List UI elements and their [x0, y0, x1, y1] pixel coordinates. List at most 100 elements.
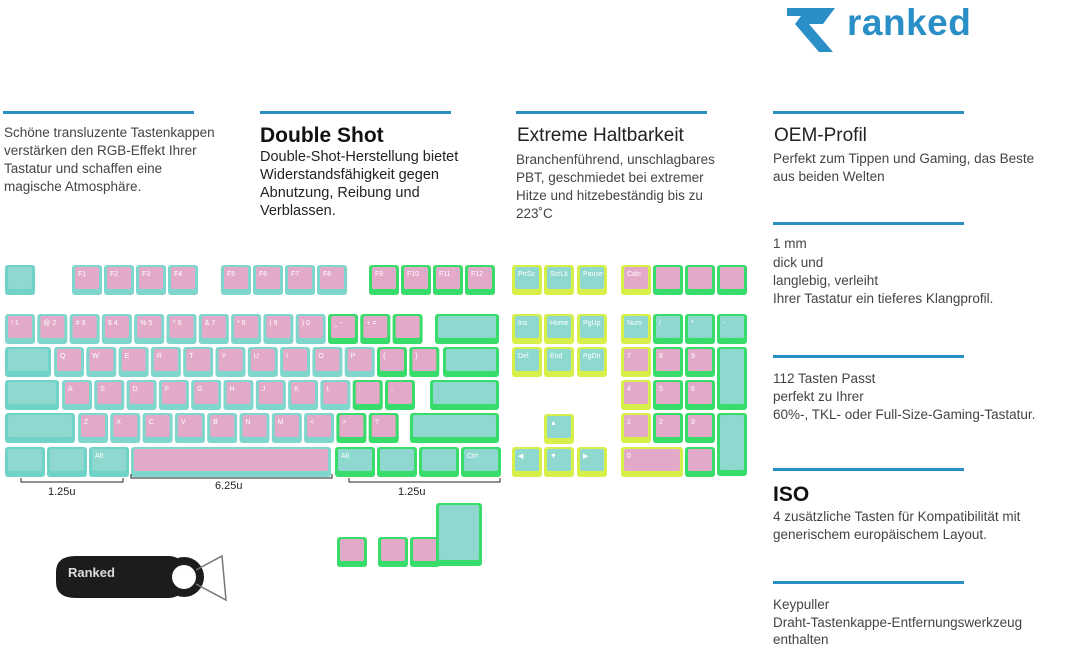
- keycap: 4: [621, 380, 651, 410]
- keycap: [5, 447, 45, 477]
- keycap-legend: ScrLk: [550, 271, 568, 278]
- dimension-line: [20, 478, 124, 483]
- keypuller-brand: Ranked: [68, 565, 115, 580]
- keycap: F6: [253, 265, 283, 295]
- feature-text-line: Verblassen.: [260, 203, 336, 219]
- feature-text-line: 1 mm: [773, 236, 807, 251]
- keycap: -: [717, 314, 747, 344]
- keycap: B: [207, 413, 238, 443]
- keycap: 8: [653, 347, 683, 377]
- keycap: [377, 447, 417, 477]
- keycap: Del: [512, 347, 542, 377]
- keycap: M: [271, 413, 302, 443]
- keycap-legend: 4: [627, 386, 631, 393]
- keycap: G: [191, 380, 222, 410]
- keycap: _ -: [328, 314, 358, 344]
- keycap-legend: 0: [627, 453, 631, 460]
- feature-text-line: PBT, geschmiedet bei extremer: [516, 170, 704, 185]
- feature-text-line: 60%-, TKL- oder Full-Size-Gaming-Tastatu…: [773, 407, 1036, 422]
- keycap: ^ 6: [166, 314, 197, 344]
- keycap-legend: 5: [659, 386, 663, 393]
- keycap: PrtSc: [512, 265, 542, 295]
- keycap: PgDn: [577, 347, 607, 377]
- keycap-legend: Alt: [95, 453, 103, 460]
- keycap: Num: [621, 314, 651, 344]
- keycap: P: [344, 347, 375, 377]
- feature-text-line: Double-Shot-Herstellung bietet: [260, 149, 459, 165]
- keycap: [410, 537, 440, 567]
- feature-text-line: aus beiden Welten: [773, 169, 885, 184]
- keycap-legend: PrtSc: [518, 271, 536, 278]
- feature-text-line: 223˚C: [516, 206, 553, 221]
- keycap: Calc: [621, 265, 651, 295]
- keycap-legend: F3: [142, 271, 150, 278]
- keycap: F: [158, 380, 189, 410]
- keycap: N: [239, 413, 270, 443]
- keycap: 9: [685, 347, 715, 377]
- keycap-legend: W: [92, 353, 99, 360]
- feature-text-line: 4 zusätzliche Tasten für Kompatibilität …: [773, 509, 1021, 524]
- keycap-legend: F2: [110, 271, 118, 278]
- accent-bar: [773, 222, 964, 225]
- feature-title: Double Shot: [260, 124, 384, 147]
- keycap: ?: [368, 413, 399, 443]
- keycap-legend: ◀: [518, 453, 524, 460]
- feature-text-line: langlebig, verleiht: [773, 273, 879, 288]
- feature-text-line: Ihrer Tastatur ein tieferes Klangprofil.: [773, 291, 994, 306]
- feature-text-line: Keypuller: [773, 597, 830, 612]
- keycap: F8: [317, 265, 347, 295]
- keycap-legend: O: [318, 353, 324, 360]
- keycap: End: [544, 347, 574, 377]
- keycap: [685, 447, 715, 477]
- keycap: [430, 380, 499, 410]
- keycap-legend: Num: [627, 320, 642, 327]
- keycap-legend: M: [278, 419, 284, 426]
- keycap-legend: F12: [471, 271, 483, 278]
- keycap-legend: F4: [174, 271, 182, 278]
- keycap-legend: End: [550, 353, 563, 360]
- keycap: 0: [621, 447, 683, 477]
- keycap: ScrLk: [544, 265, 574, 295]
- keycap: [392, 314, 423, 344]
- keycap-legend: L: [326, 386, 330, 393]
- keycap-legend: ( 9: [269, 320, 277, 327]
- accent-bar: [260, 111, 451, 114]
- keycap: F4: [168, 265, 198, 295]
- keycap-legend: _ -: [333, 320, 343, 327]
- keycap: + =: [360, 314, 391, 344]
- keycap: I: [280, 347, 311, 377]
- keycap: X: [110, 413, 141, 443]
- keycap: [47, 447, 87, 477]
- keycap-legend: C: [149, 419, 154, 426]
- keycap: Ctrl: [461, 447, 501, 477]
- keycap-legend: F5: [227, 271, 235, 278]
- keycap: Z: [78, 413, 108, 443]
- keycap: }: [409, 347, 440, 377]
- keycap-legend: % 5: [140, 320, 152, 327]
- dimension-label-space: 6.25u: [215, 480, 243, 492]
- keycap-legend: 3: [691, 419, 695, 426]
- keycap: F1: [72, 265, 102, 295]
- keypuller-icon: [56, 554, 227, 602]
- dimension-line: [348, 478, 501, 483]
- keycap-legend: 9: [691, 353, 695, 360]
- keycap: [685, 265, 715, 295]
- keycap: 2: [653, 413, 683, 443]
- keycap-legend: Z: [84, 419, 89, 426]
- keycap: [5, 413, 75, 443]
- keycap: F10: [401, 265, 431, 295]
- keycap: U: [247, 347, 278, 377]
- keycap: Q: [54, 347, 84, 377]
- feature-text-line: Branchenführend, unschlagbares: [516, 152, 715, 167]
- accent-bar: [773, 581, 964, 584]
- keycap-legend: PgDn: [583, 353, 601, 360]
- keycap: % 5: [134, 314, 165, 344]
- feature-text-line: Hitze und hitzebeständig bis zu: [516, 188, 703, 203]
- keycap: 1: [621, 413, 651, 443]
- keycap: [419, 447, 459, 477]
- keycap-legend: ! 1: [11, 320, 19, 327]
- keycap-legend: 2: [659, 419, 663, 426]
- dimension-label-right: 1.25u: [398, 486, 426, 498]
- keycap: [337, 537, 367, 567]
- keycap: F9: [369, 265, 399, 295]
